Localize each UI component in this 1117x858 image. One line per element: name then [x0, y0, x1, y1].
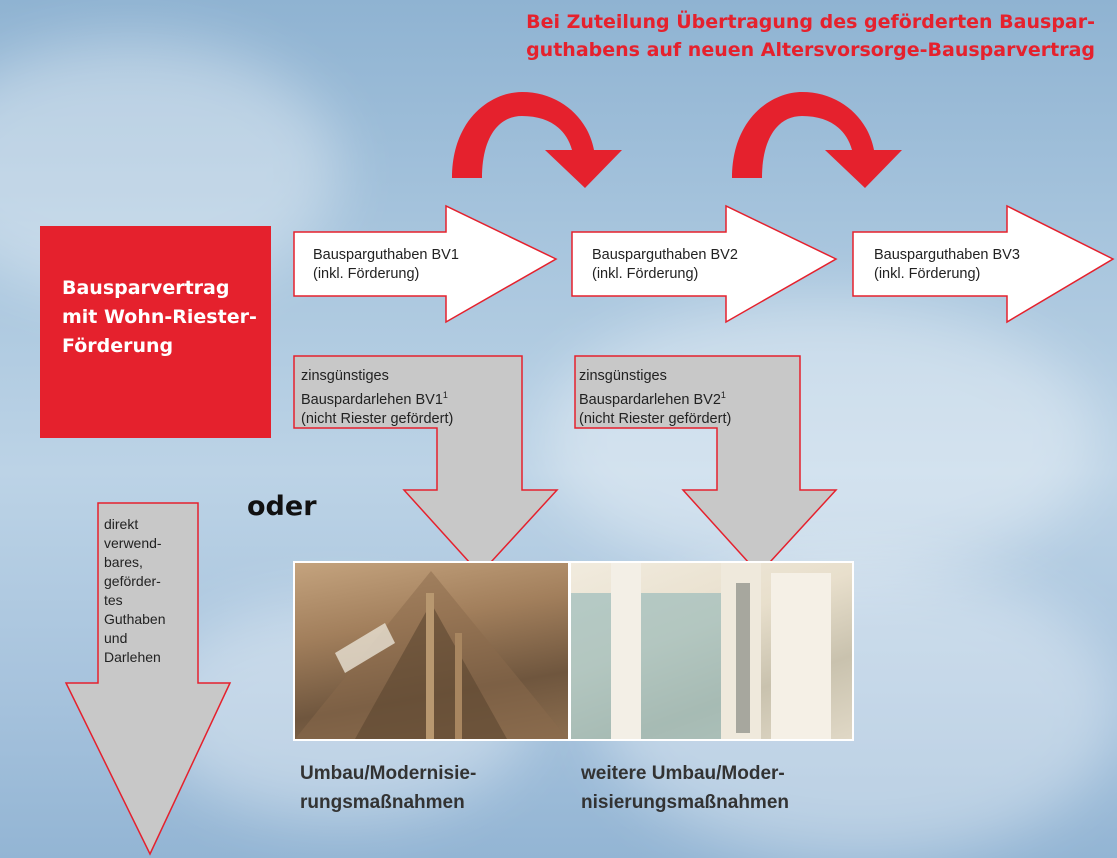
caption-2: weitere Umbau/Moder- nisierungsmaßnahmen — [581, 763, 789, 813]
oder-label: oder — [247, 491, 317, 522]
start-box-line-2: mit Wohn-Riester- — [62, 306, 257, 328]
title-line-1: Bei Zuteilung Übertragung des geförderte… — [526, 11, 1095, 33]
direct-arrow — [64, 502, 232, 856]
transfer-arrow-1 — [452, 92, 622, 188]
title-line-2: guthabens auf neuen Altersvorsorge-Bausp… — [526, 39, 1095, 61]
diagram-title: Bei Zuteilung Übertragung des geförderte… — [430, 8, 1095, 64]
transfer-arrow-2 — [732, 92, 902, 188]
start-box: Bausparvertrag mit Wohn-Riester- Förderu… — [40, 226, 271, 438]
window-photo — [571, 563, 852, 739]
contract-label-3: Bausparguthaben BV3 (inkl. Förderung) — [874, 247, 1020, 282]
loan-label-2: zinsgünstiges Bauspardarlehen BV21 (nich… — [579, 368, 732, 427]
contract-arrow-1 — [293, 204, 558, 324]
contract-arrow-3 — [852, 204, 1115, 324]
contract-label-1: Bausparguthaben BV1 (inkl. Förderung) — [313, 247, 459, 282]
caption-1: Umbau/Modernisie- rungsmaßnahmen — [300, 763, 477, 813]
photo-strip — [293, 561, 854, 741]
attic-photo — [295, 563, 568, 739]
loan-label-1: zinsgünstiges Bauspardarlehen BV11 (nich… — [301, 368, 454, 427]
direct-label: direkt verwend- bares, geförder- tes Gut… — [104, 516, 166, 665]
contract-arrow-2 — [571, 204, 838, 324]
loan-arrow-1 — [293, 355, 559, 576]
start-box-line-1: Bausparvertrag — [62, 277, 230, 299]
loan-arrow-2 — [574, 355, 838, 576]
start-box-line-3: Förderung — [62, 335, 174, 357]
contract-label-2: Bausparguthaben BV2 (inkl. Förderung) — [592, 247, 738, 282]
